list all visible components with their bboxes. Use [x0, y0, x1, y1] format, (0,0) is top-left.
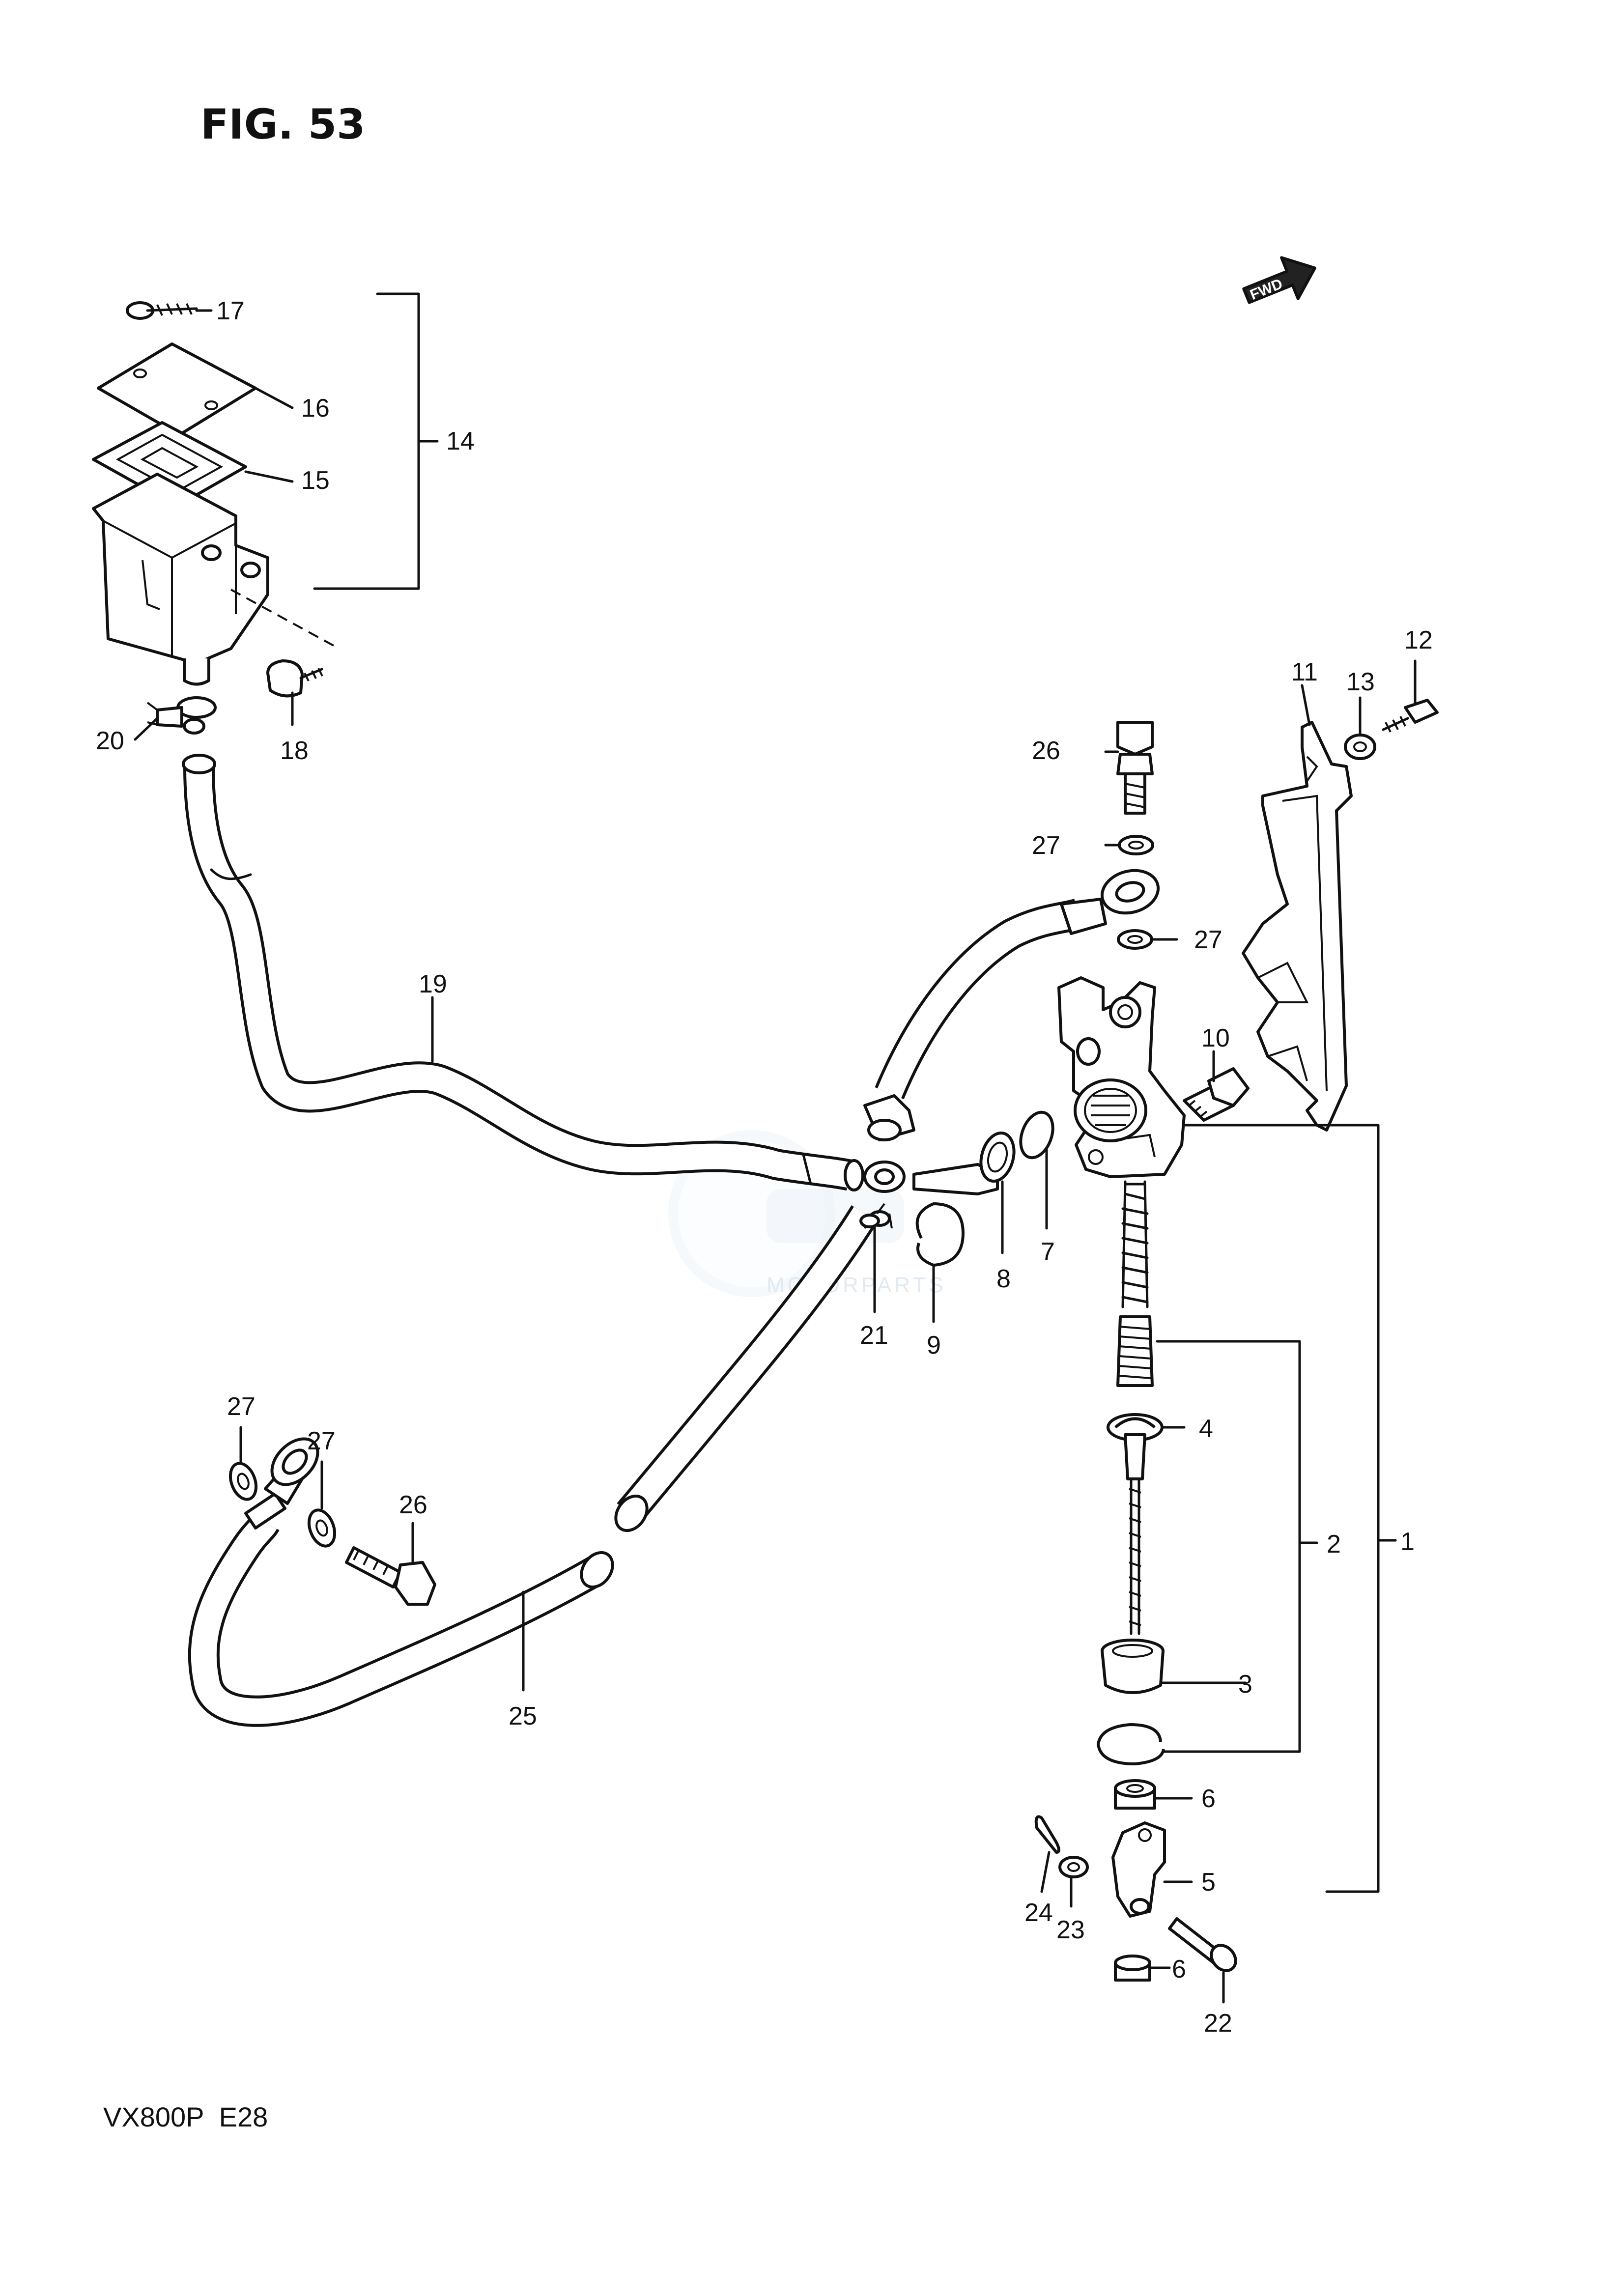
master-cylinder-body	[1057, 976, 1186, 1178]
callouts: 17 16 15 14 18 20 19 26 27 27 10 11 13 1…	[96, 297, 1433, 2038]
boot-3	[1101, 1639, 1165, 1694]
brake-hose-25	[188, 1205, 879, 1727]
o-ring-7	[1019, 1110, 1054, 1160]
union-bolt-26-upper	[1116, 721, 1154, 815]
clip-21	[859, 1203, 885, 1228]
washer-27-lower-a	[228, 1462, 258, 1501]
callout-7: 7	[1041, 1238, 1055, 1266]
callout-23: 23	[1056, 1916, 1085, 1944]
callout-27-mid: 27	[1194, 926, 1222, 954]
nut-6a	[1114, 1779, 1156, 1810]
callout-9: 9	[927, 1331, 941, 1360]
callout-11: 11	[1291, 658, 1318, 686]
piston-kit-2	[1116, 1315, 1154, 1387]
callout-24: 24	[1024, 1899, 1053, 1927]
push-rod-4	[1107, 1413, 1164, 1635]
circlip-lower	[1097, 1723, 1165, 1765]
callout-14: 14	[446, 427, 475, 455]
reservoir-assembly	[92, 292, 439, 735]
callout-4: 4	[1199, 1415, 1213, 1443]
washer-13	[1344, 734, 1376, 760]
washer-23	[1058, 1856, 1089, 1878]
cotter-pin-24	[1034, 1815, 1060, 1854]
clevis-pin-22	[1168, 1917, 1237, 1972]
callout-18: 18	[280, 737, 309, 765]
callout-8: 8	[996, 1265, 1011, 1293]
callout-17: 17	[216, 297, 245, 325]
callout-13: 13	[1346, 668, 1375, 696]
callout-6a: 6	[1201, 1785, 1216, 1813]
callout-26-upper: 26	[1032, 737, 1060, 765]
callout-27-lower-b: 27	[307, 1427, 336, 1455]
callout-15: 15	[301, 466, 330, 495]
union-bolt-26-lower	[345, 1546, 436, 1606]
callout-22: 22	[1204, 2009, 1232, 2038]
screw-12	[1382, 699, 1439, 733]
callout-2: 2	[1327, 1530, 1341, 1559]
circlip-9	[915, 1202, 965, 1267]
callout-16: 16	[301, 394, 330, 423]
callout-20: 20	[96, 727, 124, 755]
upper-banjo-hose	[863, 869, 1160, 1141]
callout-25: 25	[509, 1702, 537, 1730]
hose-clip-20	[146, 696, 217, 735]
callout-1: 1	[1400, 1528, 1415, 1556]
reservoir-hose-19	[182, 754, 864, 1191]
model-code: VX800P E28	[103, 2101, 268, 2132]
mounting-bolt-18	[266, 659, 323, 698]
callout-6b: 6	[1172, 1955, 1186, 1984]
nut-6b	[1114, 1955, 1151, 1982]
bracket-2	[1156, 1340, 1301, 1753]
callout-12: 12	[1404, 626, 1433, 654]
washer-27-mid	[1117, 929, 1153, 950]
callout-26-lower: 26	[399, 1491, 427, 1519]
callout-5: 5	[1201, 1868, 1216, 1897]
figure-title: FIG. 53	[200, 100, 366, 148]
leader-lines	[134, 309, 1417, 2004]
clevis-5	[1111, 1821, 1166, 1918]
callout-10: 10	[1201, 1024, 1230, 1052]
heel-guard-11	[1242, 721, 1353, 1132]
washer-27-lower-b	[307, 1508, 337, 1548]
callout-19: 19	[419, 970, 447, 998]
piston-spring	[1121, 1180, 1149, 1308]
reservoir-cap-16	[97, 342, 257, 436]
callout-21: 21	[860, 1321, 888, 1350]
fwd-arrow-icon: FWD	[1242, 256, 1316, 304]
bracket-1	[1183, 1124, 1380, 1893]
cap-screw-17	[126, 301, 198, 320]
washer-27-upper	[1118, 835, 1154, 855]
callout-27-upper: 27	[1032, 831, 1060, 860]
callout-3: 3	[1238, 1670, 1252, 1699]
bolt-10	[1183, 1067, 1250, 1122]
callout-27-lower-a: 27	[227, 1392, 256, 1421]
reservoir-body	[92, 473, 269, 665]
hose-junction	[863, 1161, 906, 1229]
fitting-8	[912, 1131, 1016, 1195]
